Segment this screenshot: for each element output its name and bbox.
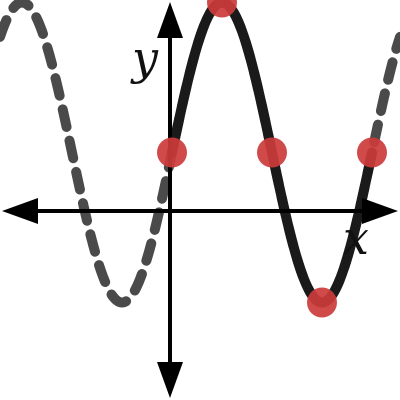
key-point-3 [257,137,287,168]
x-axis-right-arrow [362,198,398,224]
x-axis-left-arrow [2,198,38,224]
points-layer [157,0,387,318]
curves-layer [0,0,400,308]
key-point-1 [157,137,187,168]
key-point-4 [307,287,337,318]
y-axis-top-arrow [157,2,183,38]
x-axis-label: x [343,211,369,265]
key-point-2 [207,0,237,18]
key-point-5 [357,137,387,168]
y-axis-bottom-arrow [157,362,183,398]
y-axis-label: y [130,31,159,85]
